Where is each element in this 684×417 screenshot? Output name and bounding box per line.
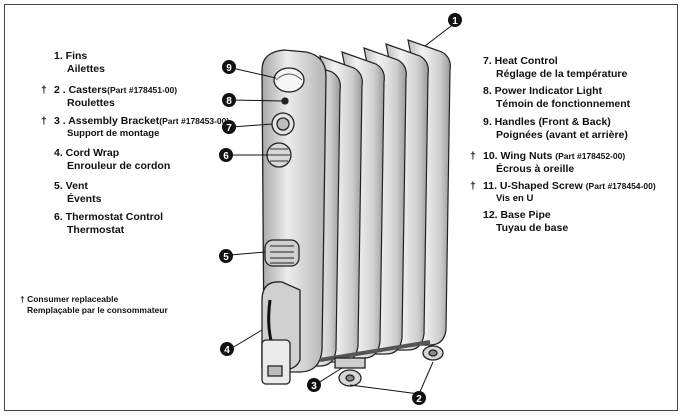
callout-5: 5 [219,249,233,263]
base-assembly [319,340,444,387]
legend-item-handles: 9. Handles (Front & Back) Poignées (avan… [483,116,628,141]
callout-6: 6 [219,148,233,162]
svg-text:6: 6 [223,151,229,162]
note-french: Remplaçable par le consommateur [27,305,168,315]
callout-7: 7 [222,120,236,134]
cord-wrap [261,281,301,385]
callout-8: 8 [222,93,236,107]
svg-text:1: 1 [452,16,458,27]
callout-4: 4 [220,342,234,356]
legend-item-wing-nuts: † 10. Wing Nuts (Part #178452-00) Écrous… [470,150,626,175]
svg-text:8: 8 [226,96,232,107]
power-light [281,97,289,105]
legend-item-u-shaped-screw: † 11. U-Shaped Screw (Part #178454-00) V… [470,180,656,204]
callout-9: 9 [222,60,236,74]
diagram-frame [4,4,678,411]
svg-text:9: 9 [226,63,232,74]
svg-text:3: 3 [311,381,317,392]
legend-item-casters: † 2 . Casters(Part #178451-00) Roulettes [41,84,178,109]
legend-item-power-indicator-light: 8. Power Indicator Light Témoin de fonct… [483,85,631,110]
handle-recess [273,67,305,93]
base-pipe [319,340,431,362]
legend-item-fins: 1. Fins Ailettes [54,50,105,75]
svg-text:2: 2 [416,394,422,405]
svg-text:5: 5 [223,252,229,263]
assembly-bracket [334,357,366,369]
legend-item-base-pipe: 12. Base Pipe Tuyau de base [483,209,569,234]
legend-item-thermostat-control: 6. Thermostat Control Thermostat [54,211,164,236]
legend-item-vent: 5. Vent Évents [54,180,102,205]
legend-item-cord-wrap: 4. Cord Wrap Enrouleur de cordon [54,147,171,172]
callout-leaders [229,22,456,395]
svg-text:7: 7 [226,123,232,134]
vent-grille [264,239,300,267]
replaceable-note: † Consumer replaceable Remplaçable par l… [20,294,168,316]
callout-3: 3 [307,378,321,392]
note-english: † Consumer replaceable [20,294,119,304]
legend-item-assembly-bracket: † 3 . Assembly Bracket(Part #178453-00) … [41,115,230,139]
callout-1: 1 [448,13,462,27]
callout-badges: 1 2 3 4 5 6 7 8 9 [219,13,462,405]
callout-2: 2 [412,391,426,405]
svg-text:4: 4 [224,345,230,356]
legend-item-heat-control: 7. Heat Control Réglage de la températur… [483,55,628,80]
